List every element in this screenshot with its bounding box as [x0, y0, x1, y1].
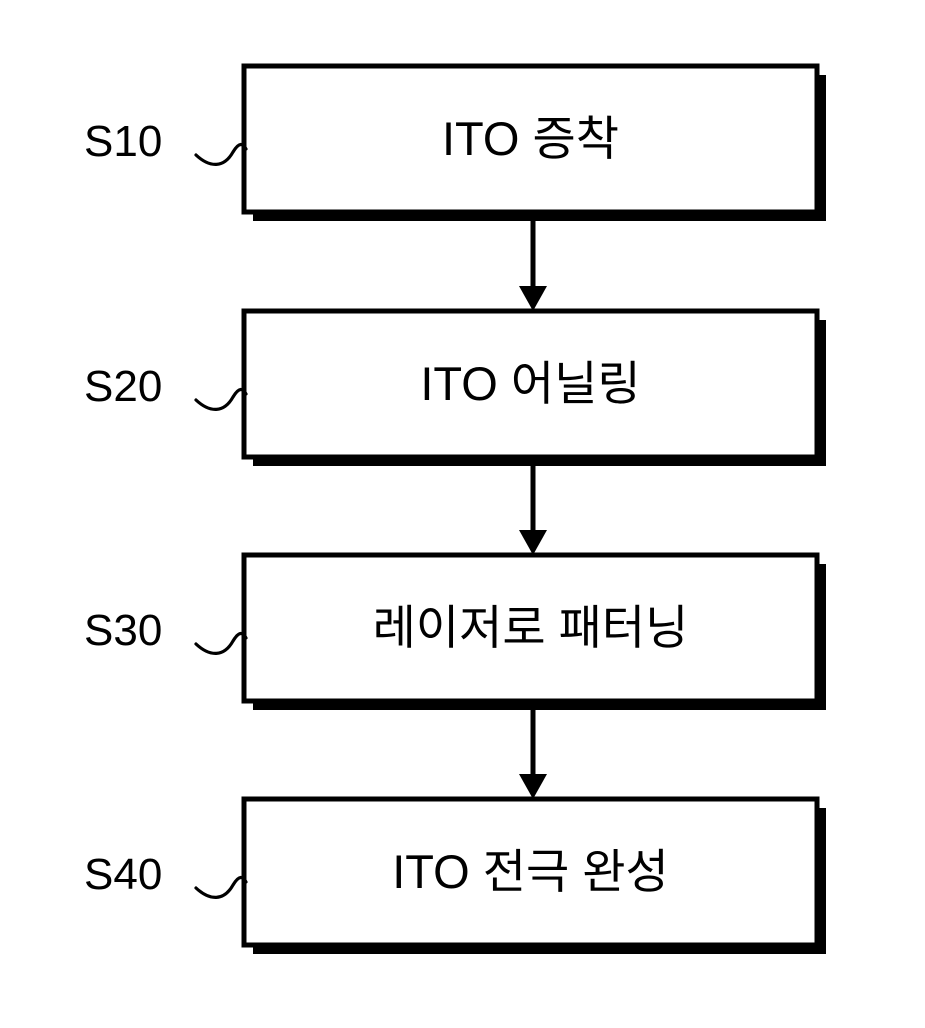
process-box-text-s30: 레이저로 패터닝 [372, 601, 689, 654]
connector-arrow-s20-s30 [519, 459, 547, 555]
connector-arrow-s30-s40 [519, 703, 547, 799]
box-outline-s10 [241, 63, 820, 215]
process-box-s30[interactable] [241, 552, 826, 710]
process-box-text-s40: ITO 전극 완성 [392, 845, 669, 898]
step-label-s30: S30 [84, 606, 163, 655]
process-box-s10[interactable] [241, 63, 826, 221]
leader-line-s40 [194, 875, 248, 899]
box-outline-s20 [241, 308, 820, 460]
leader-line-s30 [194, 631, 248, 655]
process-box-text-s20: ITO 어닐링 [420, 357, 641, 410]
leader-line-s20 [194, 387, 248, 411]
leader-line-s10 [194, 142, 248, 166]
step-label-s40: S40 [84, 850, 163, 899]
connector-arrow-s10-s20 [519, 214, 547, 311]
process-box-text-s10: ITO 증착 [441, 112, 619, 165]
box-outline-s30 [241, 552, 820, 704]
step-label-s10: S10 [84, 117, 163, 166]
box-outline-s40 [241, 796, 820, 948]
step-label-s20: S20 [84, 362, 163, 411]
process-box-s20[interactable] [241, 308, 826, 466]
process-box-s40[interactable] [241, 796, 826, 954]
